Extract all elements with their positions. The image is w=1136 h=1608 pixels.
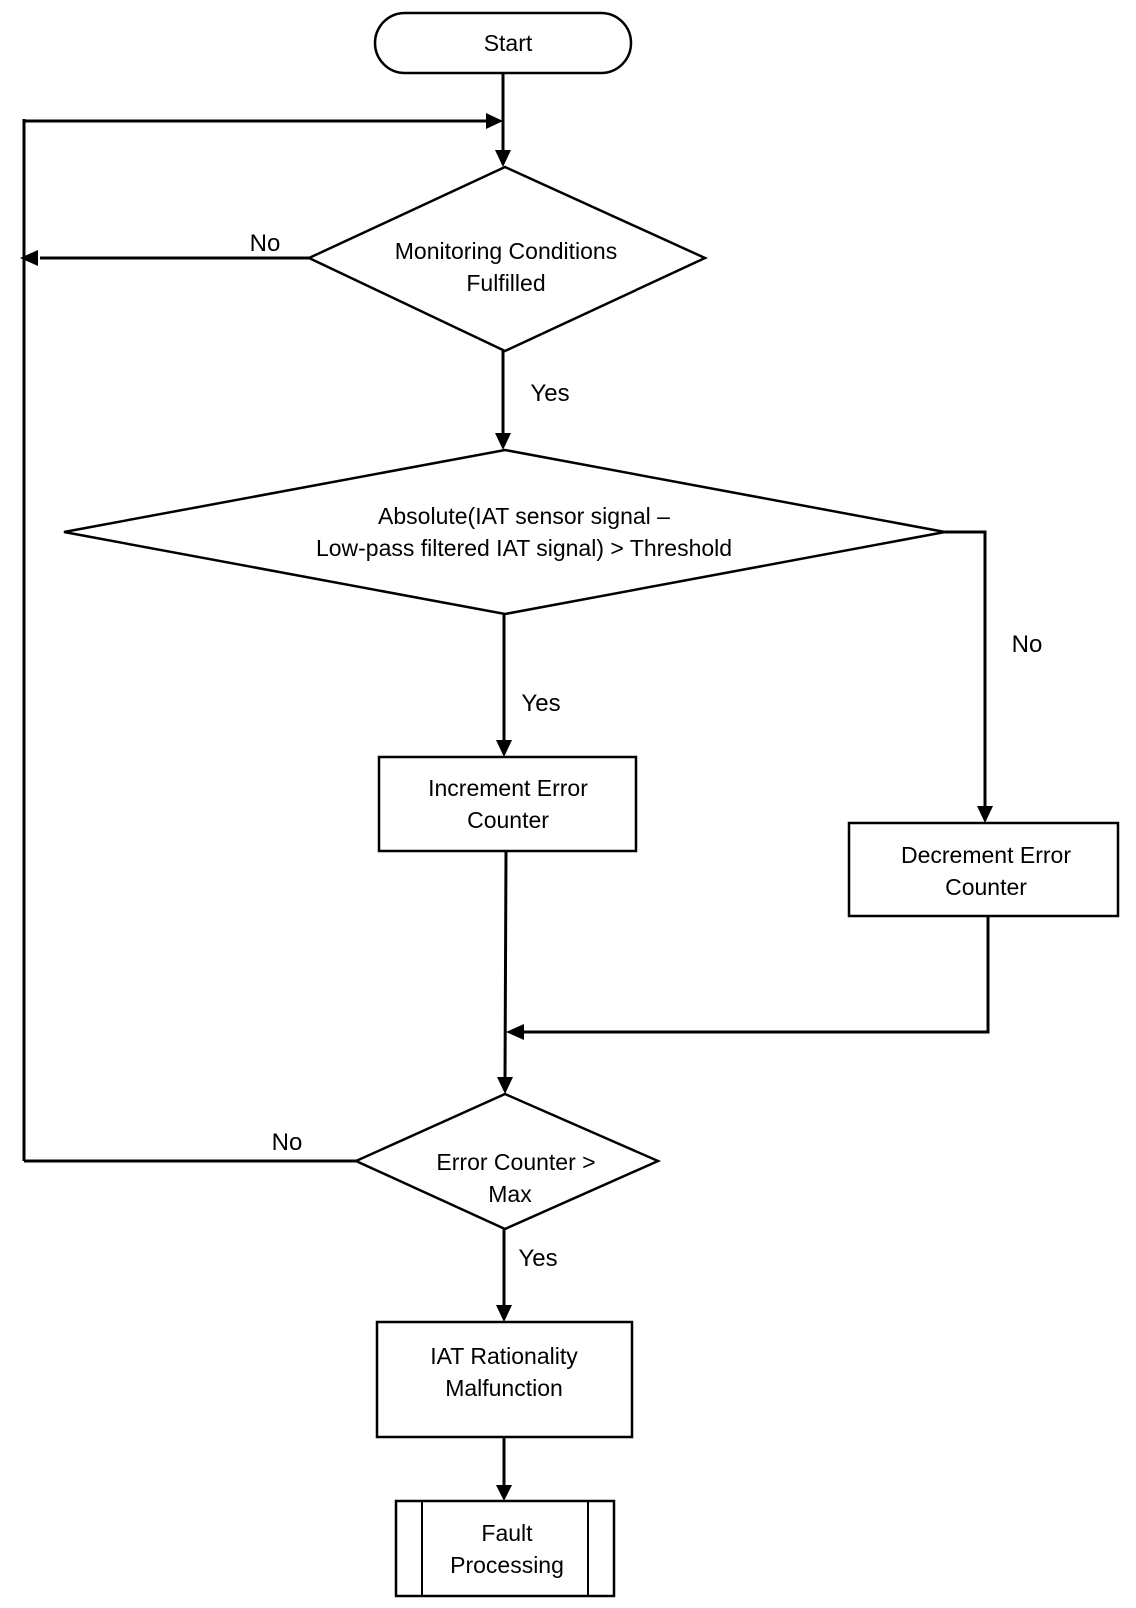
malfunction-label-line-1: IAT Rationality bbox=[430, 1343, 578, 1369]
arrowhead-fault-in bbox=[496, 1485, 512, 1501]
monitoring-label-line-1: Monitoring Conditions bbox=[395, 238, 617, 264]
arrowhead-merge bbox=[506, 1024, 524, 1040]
label-monitoring-yes: Yes bbox=[530, 380, 569, 407]
malfunction-label-line-2: Malfunction bbox=[445, 1375, 563, 1401]
fault-label-line-2: Processing bbox=[450, 1552, 564, 1578]
label-error-max-yes: Yes bbox=[518, 1245, 557, 1272]
decrement-label-line-1: Decrement Error bbox=[901, 842, 1071, 868]
arrowhead-malfunction-in bbox=[496, 1305, 512, 1322]
arrowhead-absolute-in bbox=[495, 433, 511, 450]
decrement-box-shape bbox=[847, 821, 1120, 918]
increment-box-shape bbox=[377, 755, 638, 853]
decrement-label-line-2: Counter bbox=[945, 874, 1027, 900]
monitoring-label-line-2: Fulfilled bbox=[466, 270, 545, 296]
label-absolute-yes: Yes bbox=[521, 690, 560, 717]
arrowhead-decrement-in bbox=[977, 806, 993, 823]
iat-malfunction-process: IAT Rationality Malfunction bbox=[375, 1320, 634, 1439]
label-error-max-no: No bbox=[272, 1129, 303, 1156]
arrowhead-monitoring-no bbox=[20, 250, 38, 266]
edge-increment-down bbox=[503, 850, 508, 1080]
edge-labels: No Yes Yes No No Yes bbox=[250, 230, 1043, 1272]
arrowhead-increment-in bbox=[496, 740, 512, 757]
label-absolute-no: No bbox=[1012, 631, 1043, 658]
fault-processing-subprocess: Fault Processing bbox=[394, 1499, 616, 1598]
malfunction-box-shape bbox=[375, 1320, 634, 1439]
error-counter-max-decision: Error Counter > Max bbox=[352, 1092, 662, 1231]
connectors bbox=[20, 72, 993, 1501]
absolute-threshold-decision: Absolute(IAT sensor signal – Low-pass fi… bbox=[63, 448, 946, 616]
increment-error-process: Increment Error Counter bbox=[377, 755, 638, 853]
arrowhead-monitoring-in bbox=[495, 150, 511, 167]
fault-box-shape bbox=[394, 1499, 616, 1598]
absolute-diamond-shape bbox=[63, 448, 946, 616]
increment-label-line-1: Increment Error bbox=[428, 775, 588, 801]
start-terminator-shape bbox=[373, 11, 633, 75]
edge-decrement-return bbox=[522, 916, 990, 1034]
monitoring-diamond-shape bbox=[306, 165, 708, 353]
start-node: Start bbox=[373, 11, 633, 75]
error-max-label-line-2: Max bbox=[488, 1181, 532, 1207]
edge-absolute-no bbox=[945, 530, 987, 808]
error-max-diamond-shape bbox=[352, 1092, 662, 1231]
start-label: Start bbox=[484, 30, 533, 56]
arrowhead-loop-top bbox=[486, 113, 503, 129]
absolute-label-line-1: Absolute(IAT sensor signal – bbox=[378, 503, 670, 529]
absolute-label-line-2: Low-pass filtered IAT signal) > Threshol… bbox=[316, 535, 732, 561]
error-max-label-line-1: Error Counter > bbox=[436, 1149, 595, 1175]
fault-label-line-1: Fault bbox=[481, 1520, 533, 1546]
arrowhead-error-max-in bbox=[497, 1077, 513, 1094]
decrement-error-process: Decrement Error Counter bbox=[847, 821, 1120, 918]
increment-label-line-2: Counter bbox=[467, 807, 549, 833]
label-monitoring-no: No bbox=[250, 230, 281, 257]
monitoring-conditions-decision: Monitoring Conditions Fulfilled bbox=[306, 165, 708, 353]
